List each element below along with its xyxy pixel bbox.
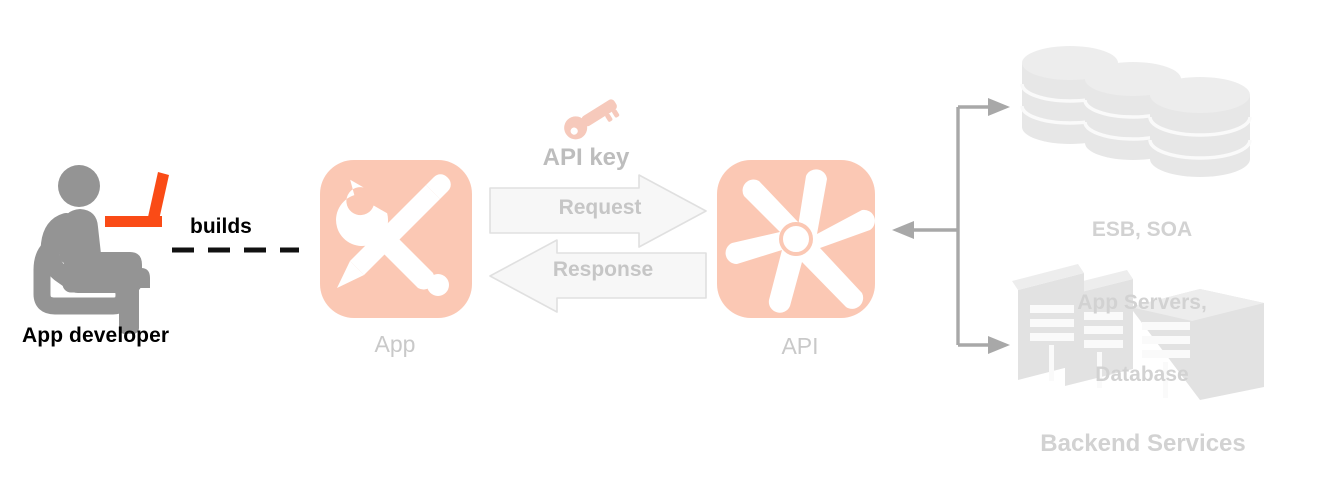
backend-connector-arrowheads: [892, 98, 1010, 354]
response-arrow-label: Response: [552, 258, 654, 281]
key-icon: [564, 99, 620, 140]
api-star-burst-icon: [725, 169, 875, 313]
data-tier-label-line-2: App Servers,: [1077, 290, 1207, 314]
response-arrow: [489, 239, 707, 313]
wrench-and-pencil-icon: [336, 174, 451, 296]
data-tier-label: ESB, SOA App Servers, Database: [1035, 170, 1249, 436]
server-racks-icon: [1012, 264, 1264, 400]
app-developer-label: App developer: [22, 324, 170, 347]
database-stack-icon: [1020, 46, 1252, 177]
request-arrow-label: Request: [558, 196, 642, 219]
data-tier-label-line-3: Database: [1095, 363, 1189, 387]
data-tier-label-line-1: ESB, SOA: [1091, 218, 1193, 242]
app-node-label: App: [374, 331, 416, 357]
backend-connector-bus: [912, 105, 990, 347]
seated-person-with-laptop-icon: [33, 165, 169, 334]
api-key-label: API key: [542, 144, 630, 171]
api-node-tile[interactable]: [717, 160, 875, 318]
api-node-label: API: [781, 333, 819, 359]
backend-services-group-label: Backend Services: [1040, 430, 1246, 457]
builds-relation-label: builds: [190, 215, 252, 238]
request-arrow: [489, 174, 707, 248]
app-node-tile[interactable]: [320, 160, 472, 318]
